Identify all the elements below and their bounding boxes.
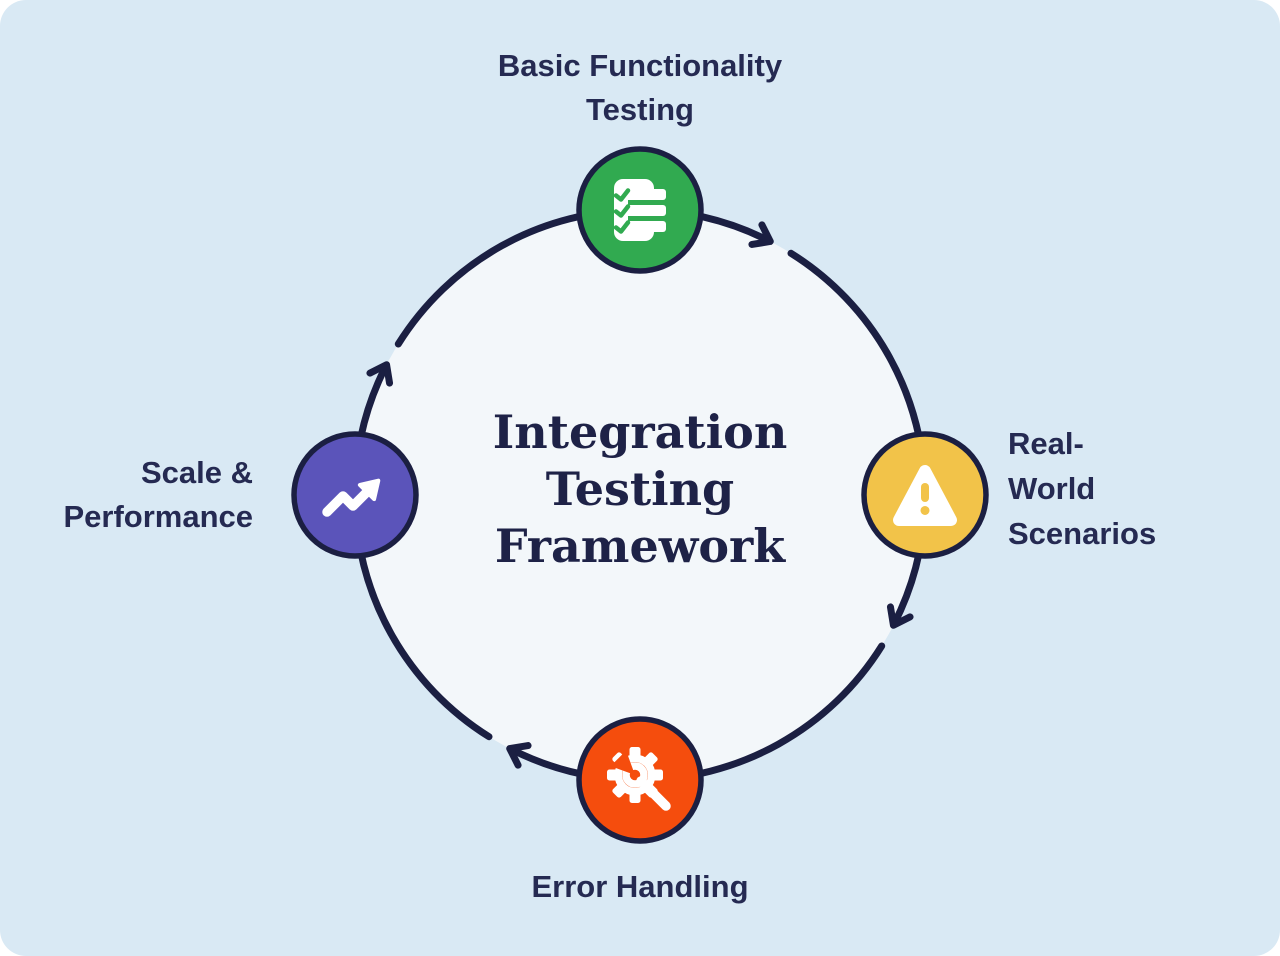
label-line: Scenarios bbox=[1008, 516, 1157, 551]
label-line: Real- bbox=[1008, 426, 1084, 461]
cycle-inner-circle bbox=[355, 210, 925, 780]
title-line: Testing bbox=[545, 462, 735, 516]
node-error-handling bbox=[572, 712, 708, 848]
label-line: Error Handling bbox=[531, 869, 749, 904]
diagram-title: Integration Testing Framework bbox=[390, 404, 890, 575]
title-line: Integration bbox=[492, 405, 788, 459]
checklist-icon bbox=[613, 179, 666, 241]
label-real-world-scenarios: Real- World Scenarios bbox=[1008, 421, 1156, 556]
trending-up-icon bbox=[322, 478, 381, 517]
label-line: World bbox=[1008, 471, 1096, 506]
label-scale-performance: Scale & Performance bbox=[63, 451, 253, 539]
node-scale-performance bbox=[287, 427, 423, 563]
node-basic-functionality-testing bbox=[572, 142, 708, 278]
title-line: Framework bbox=[494, 519, 786, 573]
label-line: Basic Functionality bbox=[497, 48, 783, 83]
label-error-handling: Error Handling bbox=[0, 865, 1280, 909]
node-real-world-scenarios bbox=[857, 427, 993, 563]
label-line: Performance bbox=[63, 499, 253, 534]
label-basic-functionality-testing: Basic Functionality Testing bbox=[0, 44, 1280, 132]
warning-icon bbox=[893, 465, 957, 526]
label-line: Testing bbox=[586, 92, 694, 127]
label-line: Scale & bbox=[140, 455, 253, 490]
node-circle-purple bbox=[291, 431, 419, 559]
gear-wrench-icon bbox=[607, 747, 671, 811]
